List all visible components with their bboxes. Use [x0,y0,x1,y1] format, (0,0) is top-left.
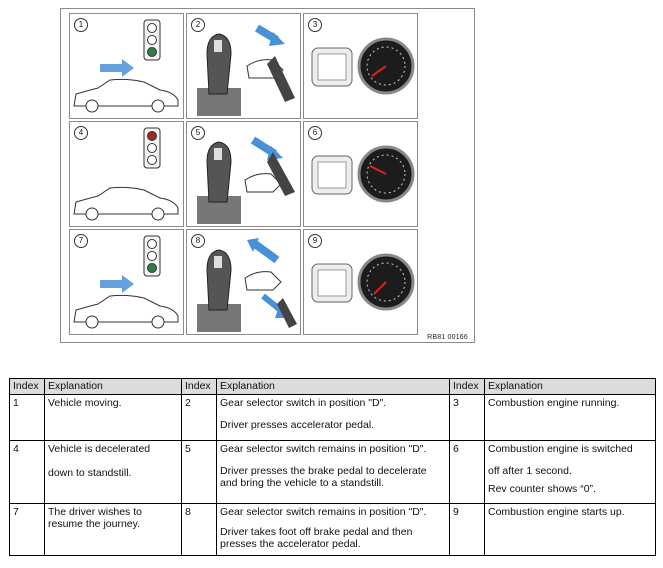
explanation-text: Vehicle is decelerated [48,443,151,455]
index-cell: 7 [9,503,45,556]
figure-code: RB81 00166 [427,334,468,341]
vehicle-starting-green-light-icon [73,235,179,329]
explanation-text: Gear selector switch in position "D". [220,397,387,409]
index-cell: 3 [449,394,485,441]
explanation-text: off after 1 second. [488,465,572,477]
explanation-text: Vehicle moving. [48,397,122,409]
index-cell: 8 [181,503,217,556]
index-cell: 6 [449,440,485,504]
panel-number: 7 [74,234,88,248]
explanation-text: Driver presses the brake pedal to decele… [220,465,427,489]
explanation-cell: Combustion engine running. [484,394,656,441]
engine-restart-rev-counter-icon [311,253,415,311]
explanation-text: The driver wishes to resume the journey. [48,506,142,530]
explanation-cell: Vehicle is decelerated down to standstil… [44,440,182,504]
explanation-table: Index Explanation Index Explanation Inde… [9,378,656,556]
explanation-cell: Gear selector switch remains in position… [216,440,450,504]
panel-number: 2 [191,18,205,32]
explanation-text: Gear selector switch remains in position… [220,506,427,518]
explanation-cell: Gear selector switch remains in position… [216,503,450,556]
index-cell: 4 [9,440,45,504]
panel-3: 3 [303,13,418,119]
panel-number: 1 [74,18,88,32]
procedure-illustration: 1 2 3 4 [60,8,475,343]
gear-selector-release-brake-press-accelerator-icon [197,238,297,332]
header-index: Index [181,378,217,395]
table-row: 4 Vehicle is decelerated down to standst… [9,440,656,504]
explanation-text: Driver presses accelerator pedal. [220,419,375,431]
explanation-cell: The driver wishes to resume the journey. [44,503,182,556]
panel-number: 9 [308,234,322,248]
gear-selector-accelerator-pedal-icon [197,24,295,116]
header-index: Index [9,378,45,395]
panel-9: 9 [303,229,418,335]
explanation-cell: Combustion engine is switched off after … [484,440,656,504]
explanation-cell: Gear selector switch in position "D". Dr… [216,394,450,441]
panel-number: 8 [191,234,205,248]
explanation-text: Rev counter shows “0”. [488,483,596,495]
vehicle-moving-green-light-icon [73,19,179,113]
panel-7: 7 [69,229,184,335]
header-explanation: Explanation [484,378,656,395]
panel-number: 5 [191,126,205,140]
header-explanation: Explanation [44,378,182,395]
panel-number: 4 [74,126,88,140]
engine-running-rev-counter-icon [311,37,415,95]
index-cell: 1 [9,394,45,441]
header-index: Index [449,378,485,395]
header-explanation: Explanation [216,378,450,395]
panel-4: 4 [69,121,184,227]
explanation-cell: Combustion engine starts up. [484,503,656,556]
engine-off-rev-counter-icon [311,145,415,203]
table-header-row: Index Explanation Index Explanation Inde… [9,378,656,395]
explanation-text: Driver takes foot off brake pedal and th… [220,526,413,550]
panel-1: 1 [69,13,184,119]
explanation-text: down to standstill. [48,467,132,479]
index-cell: 5 [181,440,217,504]
panel-6: 6 [303,121,418,227]
gear-selector-brake-pedal-icon [197,136,295,224]
vehicle-stopped-red-light-icon [73,127,179,221]
panel-number: 6 [308,126,322,140]
explanation-cell: Vehicle moving. [44,394,182,441]
explanation-text: Gear selector switch remains in position… [220,443,427,455]
panel-number: 3 [308,18,322,32]
panel-5: 5 [186,121,301,227]
explanation-text: Combustion engine is switched [488,443,633,455]
table-row: 7 The driver wishes to resume the journe… [9,503,656,556]
explanation-text: Combustion engine running. [488,397,620,409]
explanation-text: Combustion engine starts up. [488,506,625,518]
index-cell: 9 [449,503,485,556]
table-row: 1 Vehicle moving. 2 Gear selector switch… [9,394,656,441]
panel-8: 8 [186,229,301,335]
panel-2: 2 [186,13,301,119]
index-cell: 2 [181,394,217,441]
